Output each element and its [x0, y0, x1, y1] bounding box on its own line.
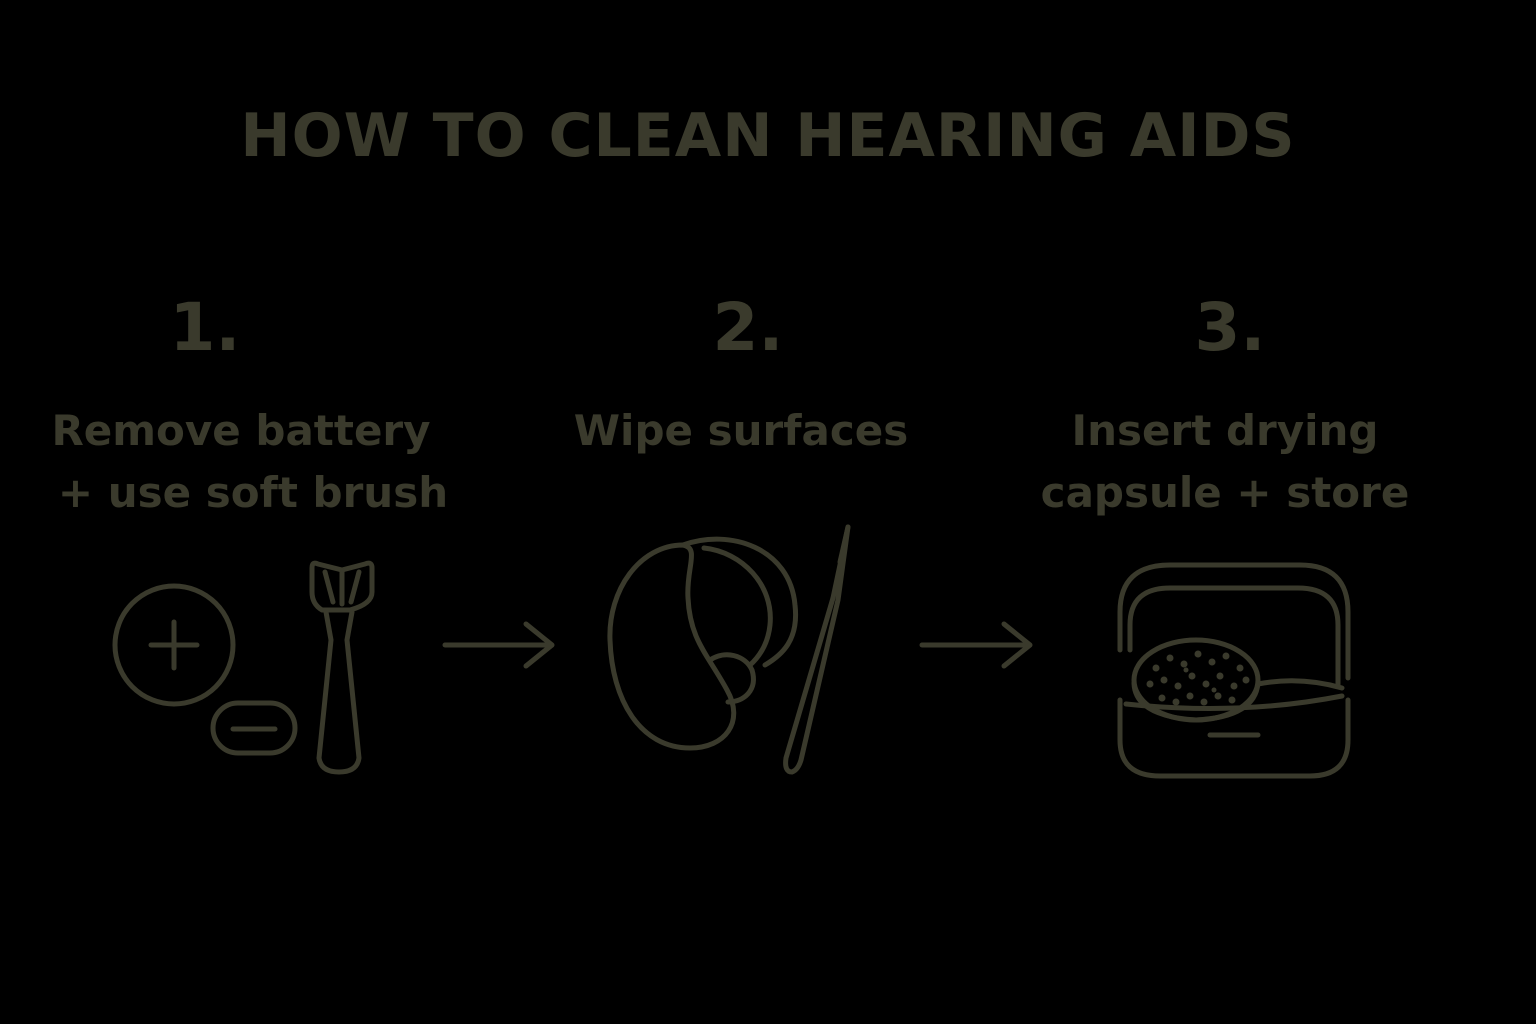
step-1-number: 1.	[169, 289, 241, 366]
step-2-label-line-1: Wipe surfaces	[573, 406, 909, 455]
step-1-label-line-1: Remove battery	[51, 406, 431, 455]
step-3-label: Insert drying capsule + store	[1015, 400, 1435, 524]
hearing-aid-icon	[607, 536, 799, 751]
page-title: HOW TO CLEAN HEARING AIDS	[240, 101, 1296, 171]
step-3-number: 3.	[1194, 289, 1266, 366]
brush-icon	[309, 560, 375, 775]
battery-cell-icon	[210, 700, 298, 756]
step-2-label: Wipe surfaces	[531, 400, 951, 462]
drying-granules	[1146, 650, 1250, 706]
step-1-label-line-2: + use soft brush	[57, 468, 449, 517]
step-2-number: 2.	[712, 289, 784, 366]
arrow-right-icon	[919, 621, 1033, 669]
arrow-right-icon	[442, 621, 555, 669]
step-3-label-line-2: capsule + store	[1040, 468, 1410, 517]
step-3-label-line-1: Insert drying	[1071, 406, 1379, 455]
battery-icon	[112, 583, 236, 707]
drying-case-icon	[1117, 562, 1351, 779]
cleaning-tool-icon	[783, 524, 851, 775]
step-1-label: Remove battery + use soft brush	[35, 400, 455, 524]
